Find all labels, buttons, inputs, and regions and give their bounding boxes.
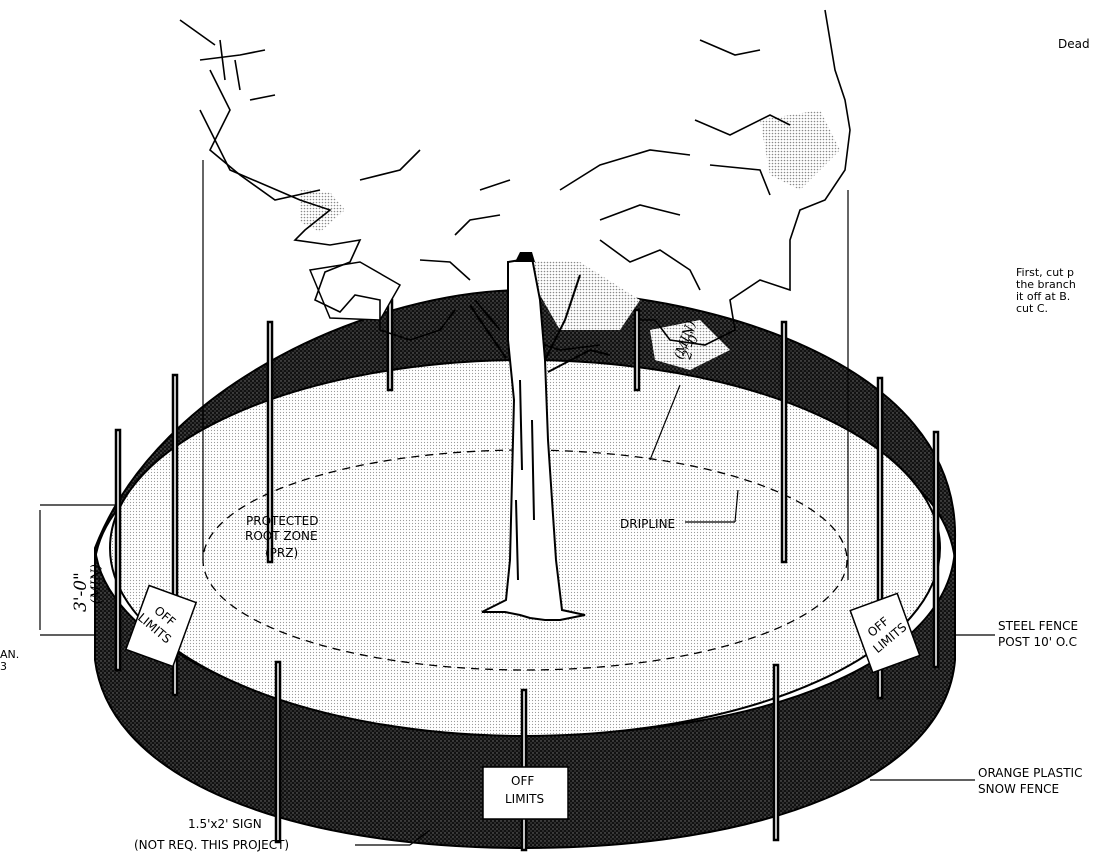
orange-fence-label: ORANGE PLASTIC SNOW FENCE (978, 766, 1082, 796)
left-note: AN. 3 (0, 648, 19, 673)
cut-note-line2: the branch (1016, 278, 1076, 291)
height-dimension-min: (MIN) (89, 564, 104, 604)
sign-note: 1.5'x2' SIGN (NOT REQ. THIS PROJECT) (134, 817, 289, 852)
height-dimension: 3'-0" (71, 572, 91, 612)
prz-label-line2: ROOT ZONE (245, 529, 318, 543)
cut-note-line1: First, cut p (1016, 266, 1074, 279)
prz-label-line3: (PRZ) (265, 546, 298, 560)
dripline-label: DRIPLINE (620, 517, 675, 531)
sign-left: OFF LIMITS (124, 584, 198, 668)
sign-note-line2: (NOT REQ. THIS PROJECT) (134, 838, 289, 852)
cut-note: First, cut p the branch it off at B. cut… (1016, 266, 1076, 315)
orange-fence-line1: ORANGE PLASTIC (978, 766, 1082, 780)
orange-fence-line2: SNOW FENCE (978, 782, 1059, 796)
tree-canopy (179, 9, 851, 370)
sign-center: OFF LIMITS (482, 766, 569, 820)
sign-center-line1: OFF (511, 774, 534, 788)
prz-label: PROTECTED ROOT ZONE (PRZ) (245, 514, 318, 560)
leader-lines (39, 160, 995, 846)
sign-right: OFF LIMITS (849, 592, 921, 674)
sign-note-line1: 1.5'x2' SIGN (188, 817, 262, 831)
sign-center-line2: LIMITS (505, 792, 544, 806)
cut-note-line3: it off at B. (1016, 290, 1070, 303)
prz-label-line1: PROTECTED (246, 514, 318, 528)
left-note-line1: AN. (0, 648, 19, 661)
dead-label: Dead (1058, 37, 1090, 51)
cut-note-line4: cut C. (1016, 302, 1048, 315)
fence-posts (114, 298, 940, 852)
tree-trunk (469, 252, 611, 621)
steel-post-line2: POST 10' O.C (998, 635, 1077, 649)
steel-post-label: STEEL FENCE POST 10' O.C (998, 619, 1078, 649)
steel-post-line1: STEEL FENCE (998, 619, 1078, 633)
left-note-line2: 3 (0, 660, 7, 673)
